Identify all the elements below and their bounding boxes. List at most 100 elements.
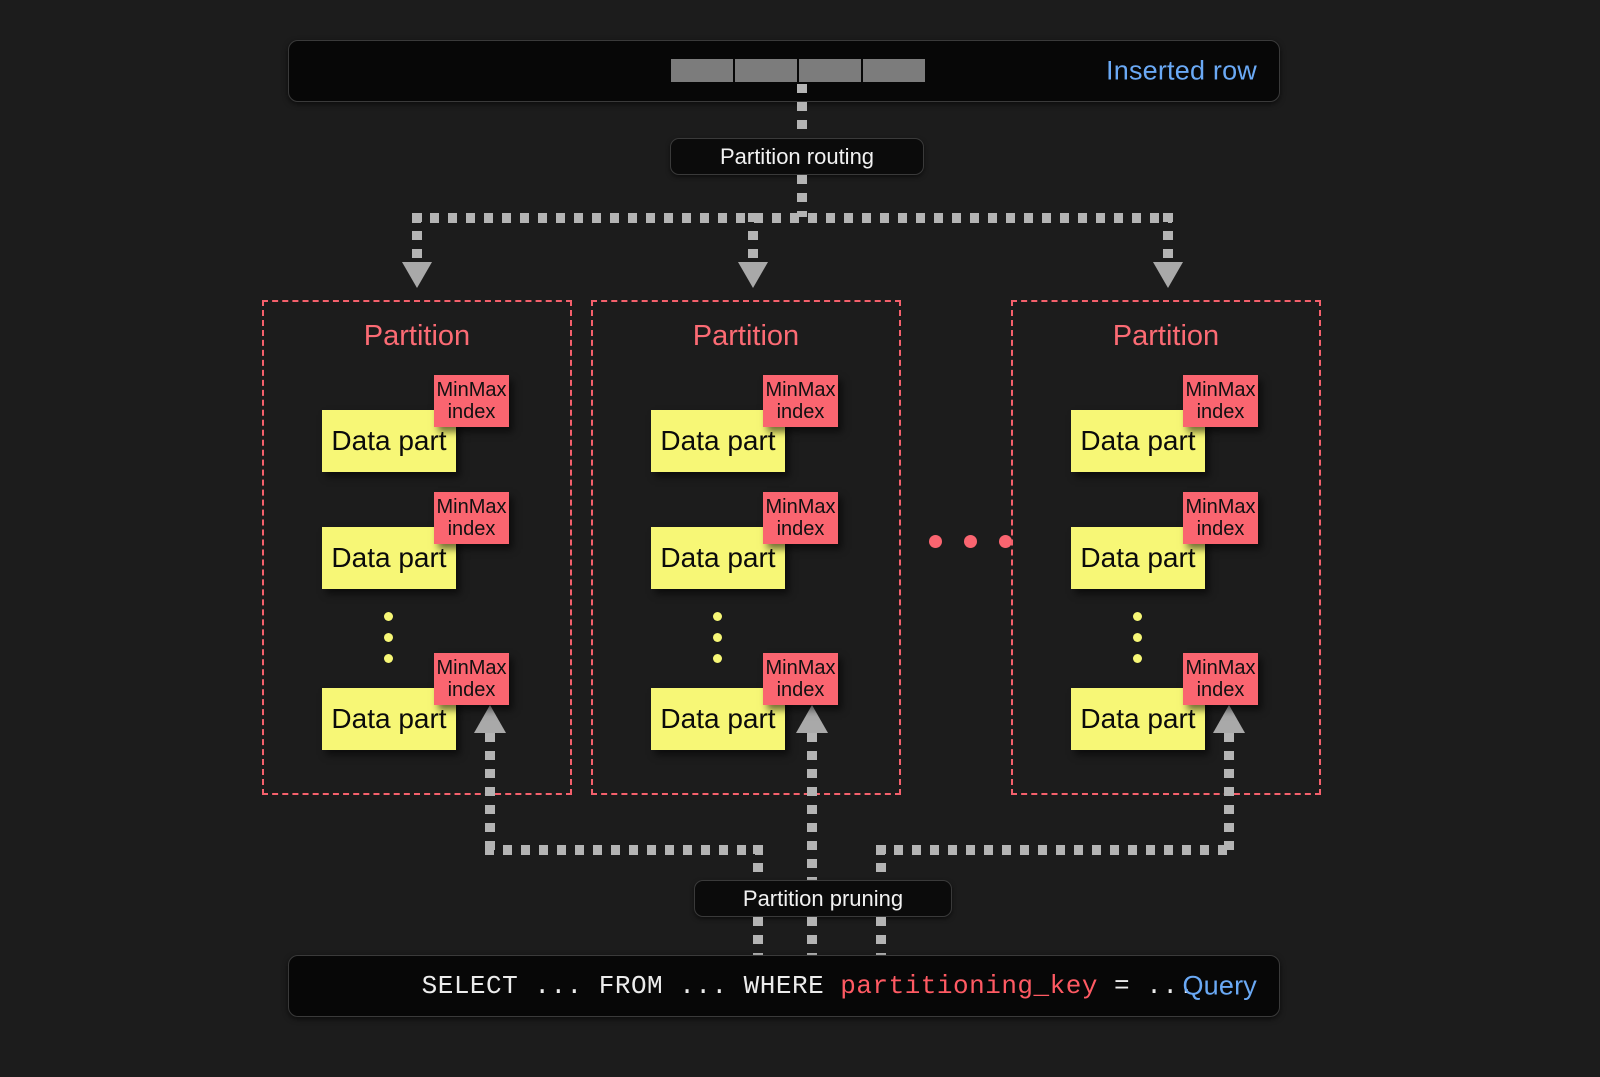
query-bar: SELECT ... FROM ... WHERE partitioning_k… [288, 955, 1280, 1017]
arrow-down-partition-1 [402, 262, 432, 288]
inserted-row-label: Inserted row [1106, 55, 1257, 86]
minmax-line1: MinMax [1185, 495, 1256, 518]
data-part-ellipsis [713, 612, 722, 663]
ellipsis-dot [1133, 654, 1142, 663]
minmax-line2: index [776, 518, 825, 540]
data-part-label: Data part [1080, 703, 1196, 734]
data-part-label: Data part [1080, 425, 1196, 456]
partition-pruning-label: Partition pruning [742, 885, 904, 911]
minmax-line1: MinMax [1185, 656, 1256, 679]
data-part-box: Data part [1071, 410, 1205, 472]
data-part-label: Data part [660, 703, 776, 734]
connector-prune-to-query-3 [876, 917, 886, 955]
minmax-line2: index [447, 401, 496, 423]
connector-prune-bus-left [485, 845, 763, 855]
data-part-box: Data part [322, 688, 456, 750]
minmax-line1: MinMax [765, 495, 836, 518]
data-part-label: Data part [660, 542, 776, 573]
data-part-box: Data part [1071, 688, 1205, 750]
minmax-line1: MinMax [765, 656, 836, 679]
partition-routing-box: Partition routing [670, 138, 924, 175]
minmax-line2: index [1196, 679, 1245, 701]
ellipsis-dot [1133, 612, 1142, 621]
connector-insert-to-routing [797, 84, 807, 138]
query-label: Query [1182, 970, 1257, 1001]
data-part-box: Data part [651, 410, 785, 472]
data-part-label: Data part [331, 542, 447, 573]
connector-prune-to-query-2 [807, 917, 817, 955]
connector-prune-leg-2 [807, 733, 817, 917]
data-part-box: Data part [1071, 527, 1205, 589]
partition-box-3: Partition [1011, 300, 1321, 795]
connector-routing-leg-2 [748, 213, 758, 265]
partition-title: Partition [1112, 320, 1220, 352]
sql-suffix: = ... [1097, 971, 1195, 1001]
row-cell [735, 59, 797, 82]
ellipsis-dot [1133, 633, 1142, 642]
data-part-box: Data part [651, 527, 785, 589]
data-part-box: Data part [322, 410, 456, 472]
data-part-label: Data part [331, 703, 447, 734]
minmax-index-box: MinMax index [434, 375, 509, 427]
minmax-index-box: MinMax index [1183, 375, 1258, 427]
ellipsis-dot [999, 535, 1012, 548]
minmax-line2: index [776, 679, 825, 701]
connector-routing-leg-3 [1163, 213, 1173, 265]
minmax-line2: index [447, 679, 496, 701]
row-cell [799, 59, 861, 82]
minmax-line2: index [776, 401, 825, 423]
ellipsis-dot [384, 654, 393, 663]
minmax-line2: index [1196, 401, 1245, 423]
data-part-label: Data part [660, 425, 776, 456]
connector-routing-down [797, 175, 807, 217]
minmax-line2: index [1196, 518, 1245, 540]
minmax-line2: index [447, 518, 496, 540]
partition-box-1: Partition [262, 300, 572, 795]
minmax-line1: MinMax [1185, 378, 1256, 401]
data-part-box: Data part [651, 688, 785, 750]
ellipsis-dot [964, 535, 977, 548]
sql-prefix: SELECT ... FROM ... WHERE [421, 971, 841, 1001]
data-part-ellipsis [1133, 612, 1142, 663]
ellipsis-dot [713, 633, 722, 642]
arrow-down-partition-3 [1153, 262, 1183, 288]
partition-routing-label: Partition routing [719, 143, 875, 169]
data-part-label: Data part [331, 425, 447, 456]
ellipsis-dot [929, 535, 942, 548]
data-part-ellipsis [384, 612, 393, 663]
ellipsis-dot [713, 612, 722, 621]
row-cell [671, 59, 733, 82]
data-part-box: Data part [322, 527, 456, 589]
minmax-line1: MinMax [765, 378, 836, 401]
minmax-index-box: MinMax index [1183, 492, 1258, 544]
arrow-down-partition-2 [738, 262, 768, 288]
arrow-up-partition-3 [1213, 705, 1245, 733]
minmax-index-box: MinMax index [434, 653, 509, 705]
connector-routing-leg-1 [412, 213, 422, 265]
inserted-row-bar: Inserted row [288, 40, 1280, 102]
sql-partitioning-key: partitioning_key [840, 971, 1098, 1001]
partition-pruning-box: Partition pruning [694, 880, 952, 917]
connector-prune-leg-3 [1224, 733, 1234, 851]
connector-prune-to-query-1 [753, 917, 763, 955]
row-cell [863, 59, 925, 82]
partitions-ellipsis [929, 535, 1012, 548]
minmax-index-box: MinMax index [763, 492, 838, 544]
partition-title: Partition [363, 320, 471, 352]
data-part-label: Data part [1080, 542, 1196, 573]
partition-title: Partition [692, 320, 800, 352]
arrow-up-partition-1 [474, 705, 506, 733]
minmax-index-box: MinMax index [763, 375, 838, 427]
connector-prune-bus-right [876, 845, 1234, 855]
minmax-index-box: MinMax index [434, 492, 509, 544]
connector-prune-leg-1 [485, 733, 495, 851]
query-sql-text: SELECT ... FROM ... WHERE partitioning_k… [325, 941, 1195, 1031]
inserted-row-cells [671, 59, 925, 82]
minmax-line1: MinMax [436, 656, 507, 679]
minmax-line1: MinMax [436, 495, 507, 518]
minmax-line1: MinMax [436, 378, 507, 401]
ellipsis-dot [384, 612, 393, 621]
minmax-index-box: MinMax index [1183, 653, 1258, 705]
connector-routing-bus [412, 213, 1172, 223]
